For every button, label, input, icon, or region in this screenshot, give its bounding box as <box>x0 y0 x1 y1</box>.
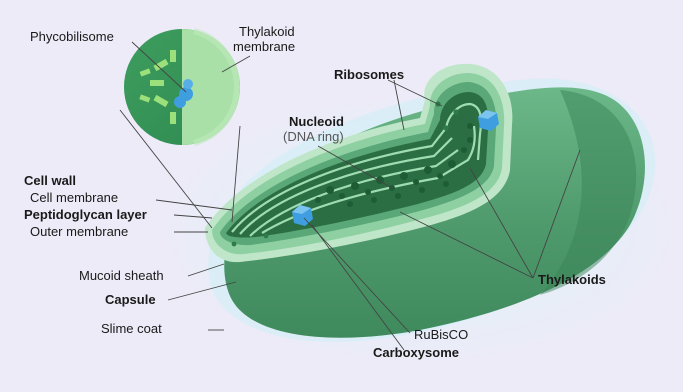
label-nucleoid: Nucleoid <box>289 114 344 129</box>
label-thylakoids: Thylakoids <box>538 272 606 287</box>
label-capsule: Capsule <box>105 292 156 307</box>
label-cell-wall: Cell wall <box>24 173 76 188</box>
label-slime-coat: Slime coat <box>101 321 162 336</box>
label-outer-membrane: Outer membrane <box>30 224 128 239</box>
label-cell-membrane: Cell membrane <box>30 190 118 205</box>
label-ribosomes: Ribosomes <box>334 67 404 82</box>
label-carboxysome: Carboxysome <box>373 345 459 360</box>
label-thylakoid-membrane-2: membrane <box>233 39 295 54</box>
label-mucoid-sheath: Mucoid sheath <box>79 268 164 283</box>
label-phycobilisome: Phycobilisome <box>30 29 114 44</box>
label-dna-ring: (DNA ring) <box>283 129 344 144</box>
label-peptidoglycan-layer: Peptidoglycan layer <box>24 207 147 222</box>
label-thylakoid-membrane-1: Thylakoid <box>239 24 295 39</box>
label-rubisco: RuBisCO <box>414 327 468 342</box>
